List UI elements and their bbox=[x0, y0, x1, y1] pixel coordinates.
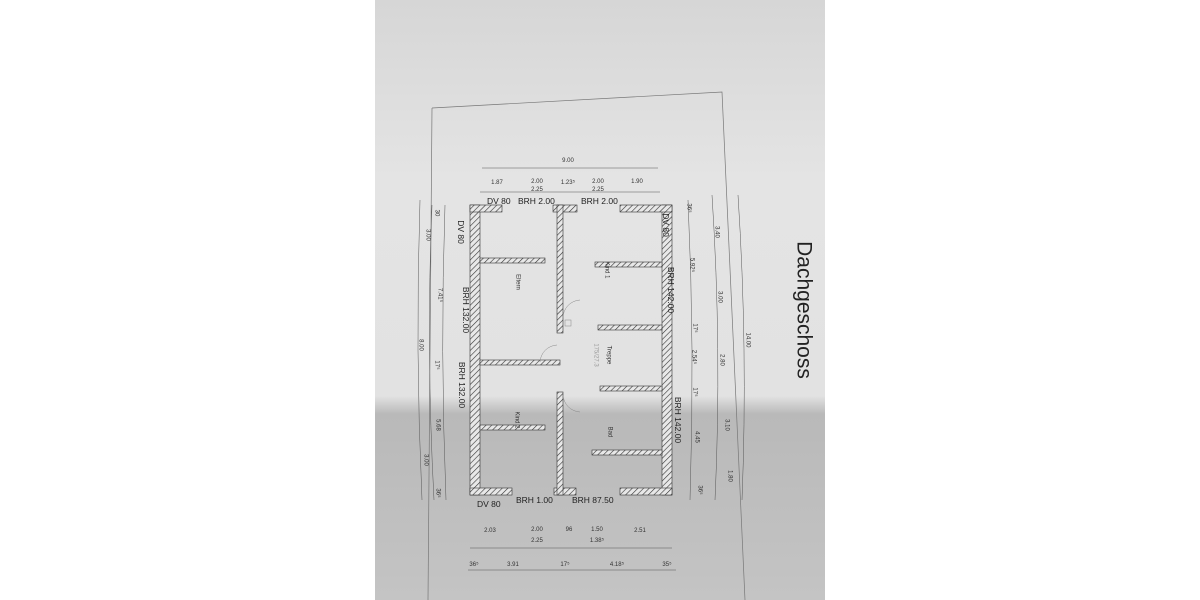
wall-label: BRH 2.00 bbox=[518, 196, 555, 206]
dim-bottom: 1.50 bbox=[591, 527, 603, 533]
dim-left: 3.00 bbox=[422, 454, 428, 466]
wall-label: BRH 1.00 bbox=[516, 495, 553, 505]
wall-label: BRH 87.50 bbox=[572, 495, 614, 505]
wall-top-b bbox=[552, 204, 578, 213]
wall-left bbox=[469, 204, 481, 496]
dim-left: 3.00 bbox=[424, 229, 430, 241]
wall-top-c bbox=[619, 204, 673, 213]
dim-bottom: 1.38⁵ bbox=[590, 537, 605, 544]
wall-kind1 bbox=[594, 261, 663, 268]
dim-right: 17⁵ bbox=[691, 323, 698, 333]
dim-top: 1.87 bbox=[491, 180, 503, 186]
dim-left: 5.68 bbox=[434, 419, 440, 431]
wall-label: DV 80 bbox=[456, 220, 466, 244]
wall-treppe-top bbox=[597, 324, 663, 331]
dim-bottom: 2.00 bbox=[531, 527, 543, 533]
wall-center-upper bbox=[556, 204, 564, 334]
dim-bottom: 3.91 bbox=[507, 562, 519, 568]
dim-top: 2.00 bbox=[531, 179, 543, 185]
dim-top: 2.25 bbox=[592, 187, 604, 193]
dim-bottom: 2.25 bbox=[531, 538, 543, 544]
wall-label: BRH 132.00 bbox=[461, 287, 471, 334]
room-label-kind1: Kind 1 bbox=[603, 261, 609, 279]
dim-right: 14.00 bbox=[744, 332, 750, 348]
wall-bottom-b bbox=[553, 487, 577, 496]
room-label-kind2: Kind 2 bbox=[513, 411, 519, 429]
dim-bottom: 36⁵ bbox=[469, 561, 479, 568]
room-label-bad: Bad bbox=[606, 427, 612, 438]
dim-right: 2.80 bbox=[718, 354, 724, 366]
dim-top: 2.25 bbox=[531, 187, 543, 193]
wall-bottom-c bbox=[619, 487, 673, 496]
dim-left: 30 bbox=[433, 210, 439, 217]
wall-center-lower bbox=[556, 391, 564, 496]
dim-right: 2.54⁵ bbox=[690, 350, 697, 365]
room-label-treppe: Treppe bbox=[605, 346, 611, 365]
wall-label: BRH 2.00 bbox=[581, 196, 618, 206]
wall-label: BRH 142.00 bbox=[666, 267, 676, 314]
wall-label: BRH 142.00 bbox=[673, 397, 683, 444]
dimension-lines bbox=[417, 167, 745, 571]
wall-top-a bbox=[469, 204, 503, 213]
dim-bottom: 2.51 bbox=[634, 528, 646, 534]
wall-right bbox=[661, 204, 673, 496]
dim-right: 3.40 bbox=[713, 226, 719, 238]
dim-right: 17⁵ bbox=[691, 387, 698, 397]
dim-bottom: 2.03 bbox=[484, 528, 496, 534]
walls bbox=[469, 204, 673, 496]
dim-bottom: 4.18⁵ bbox=[610, 561, 625, 568]
dim-left: 7.41⁵ bbox=[436, 288, 443, 303]
dim-right: 5.92⁵ bbox=[688, 258, 695, 273]
stair-spec: 175/27.3 bbox=[592, 343, 598, 367]
wall-label: DV 80 bbox=[487, 196, 511, 206]
paper-sheet bbox=[375, 0, 825, 600]
door-swings bbox=[539, 299, 581, 413]
wall-bottom-a bbox=[469, 487, 513, 496]
dim-bottom: 17⁵ bbox=[560, 561, 570, 568]
dim-right: 4.45 bbox=[693, 431, 699, 443]
dim-top: 1.23⁵ bbox=[561, 179, 576, 186]
wall-label: DV 80 bbox=[477, 499, 501, 509]
dim-right: 36⁵ bbox=[696, 485, 703, 495]
wall-eltern-top bbox=[479, 257, 546, 264]
dim-right: 1.80 bbox=[726, 470, 732, 482]
dim-left: 36⁵ bbox=[434, 488, 441, 498]
dim-right: 3.00 bbox=[716, 291, 722, 303]
dim-top: 1.90 bbox=[631, 179, 643, 185]
dim-bottom: 96 bbox=[566, 527, 573, 533]
drawing-title: Dachgeschoss bbox=[792, 241, 815, 379]
dim-top-total: 9.00 bbox=[562, 158, 574, 164]
drawing-frame bbox=[427, 91, 746, 600]
wall-label: DV 80 bbox=[661, 213, 671, 237]
wall-eltern-bottom bbox=[479, 359, 561, 366]
room-label-eltern: Eltern bbox=[514, 274, 520, 290]
dim-right: 3.10 bbox=[723, 419, 729, 431]
dim-left: 17⁵ bbox=[433, 360, 440, 370]
wall-treppe-bottom bbox=[599, 385, 663, 392]
dim-bottom: 35⁵ bbox=[662, 561, 672, 568]
dim-left: 8.00 bbox=[417, 339, 423, 351]
wall-bad bbox=[591, 449, 663, 456]
wall-kind2 bbox=[479, 424, 546, 431]
wall-label: BRH 132.00 bbox=[457, 362, 467, 409]
dim-right: 36⁵ bbox=[685, 203, 692, 213]
dim-top: 2.00 bbox=[592, 179, 604, 185]
